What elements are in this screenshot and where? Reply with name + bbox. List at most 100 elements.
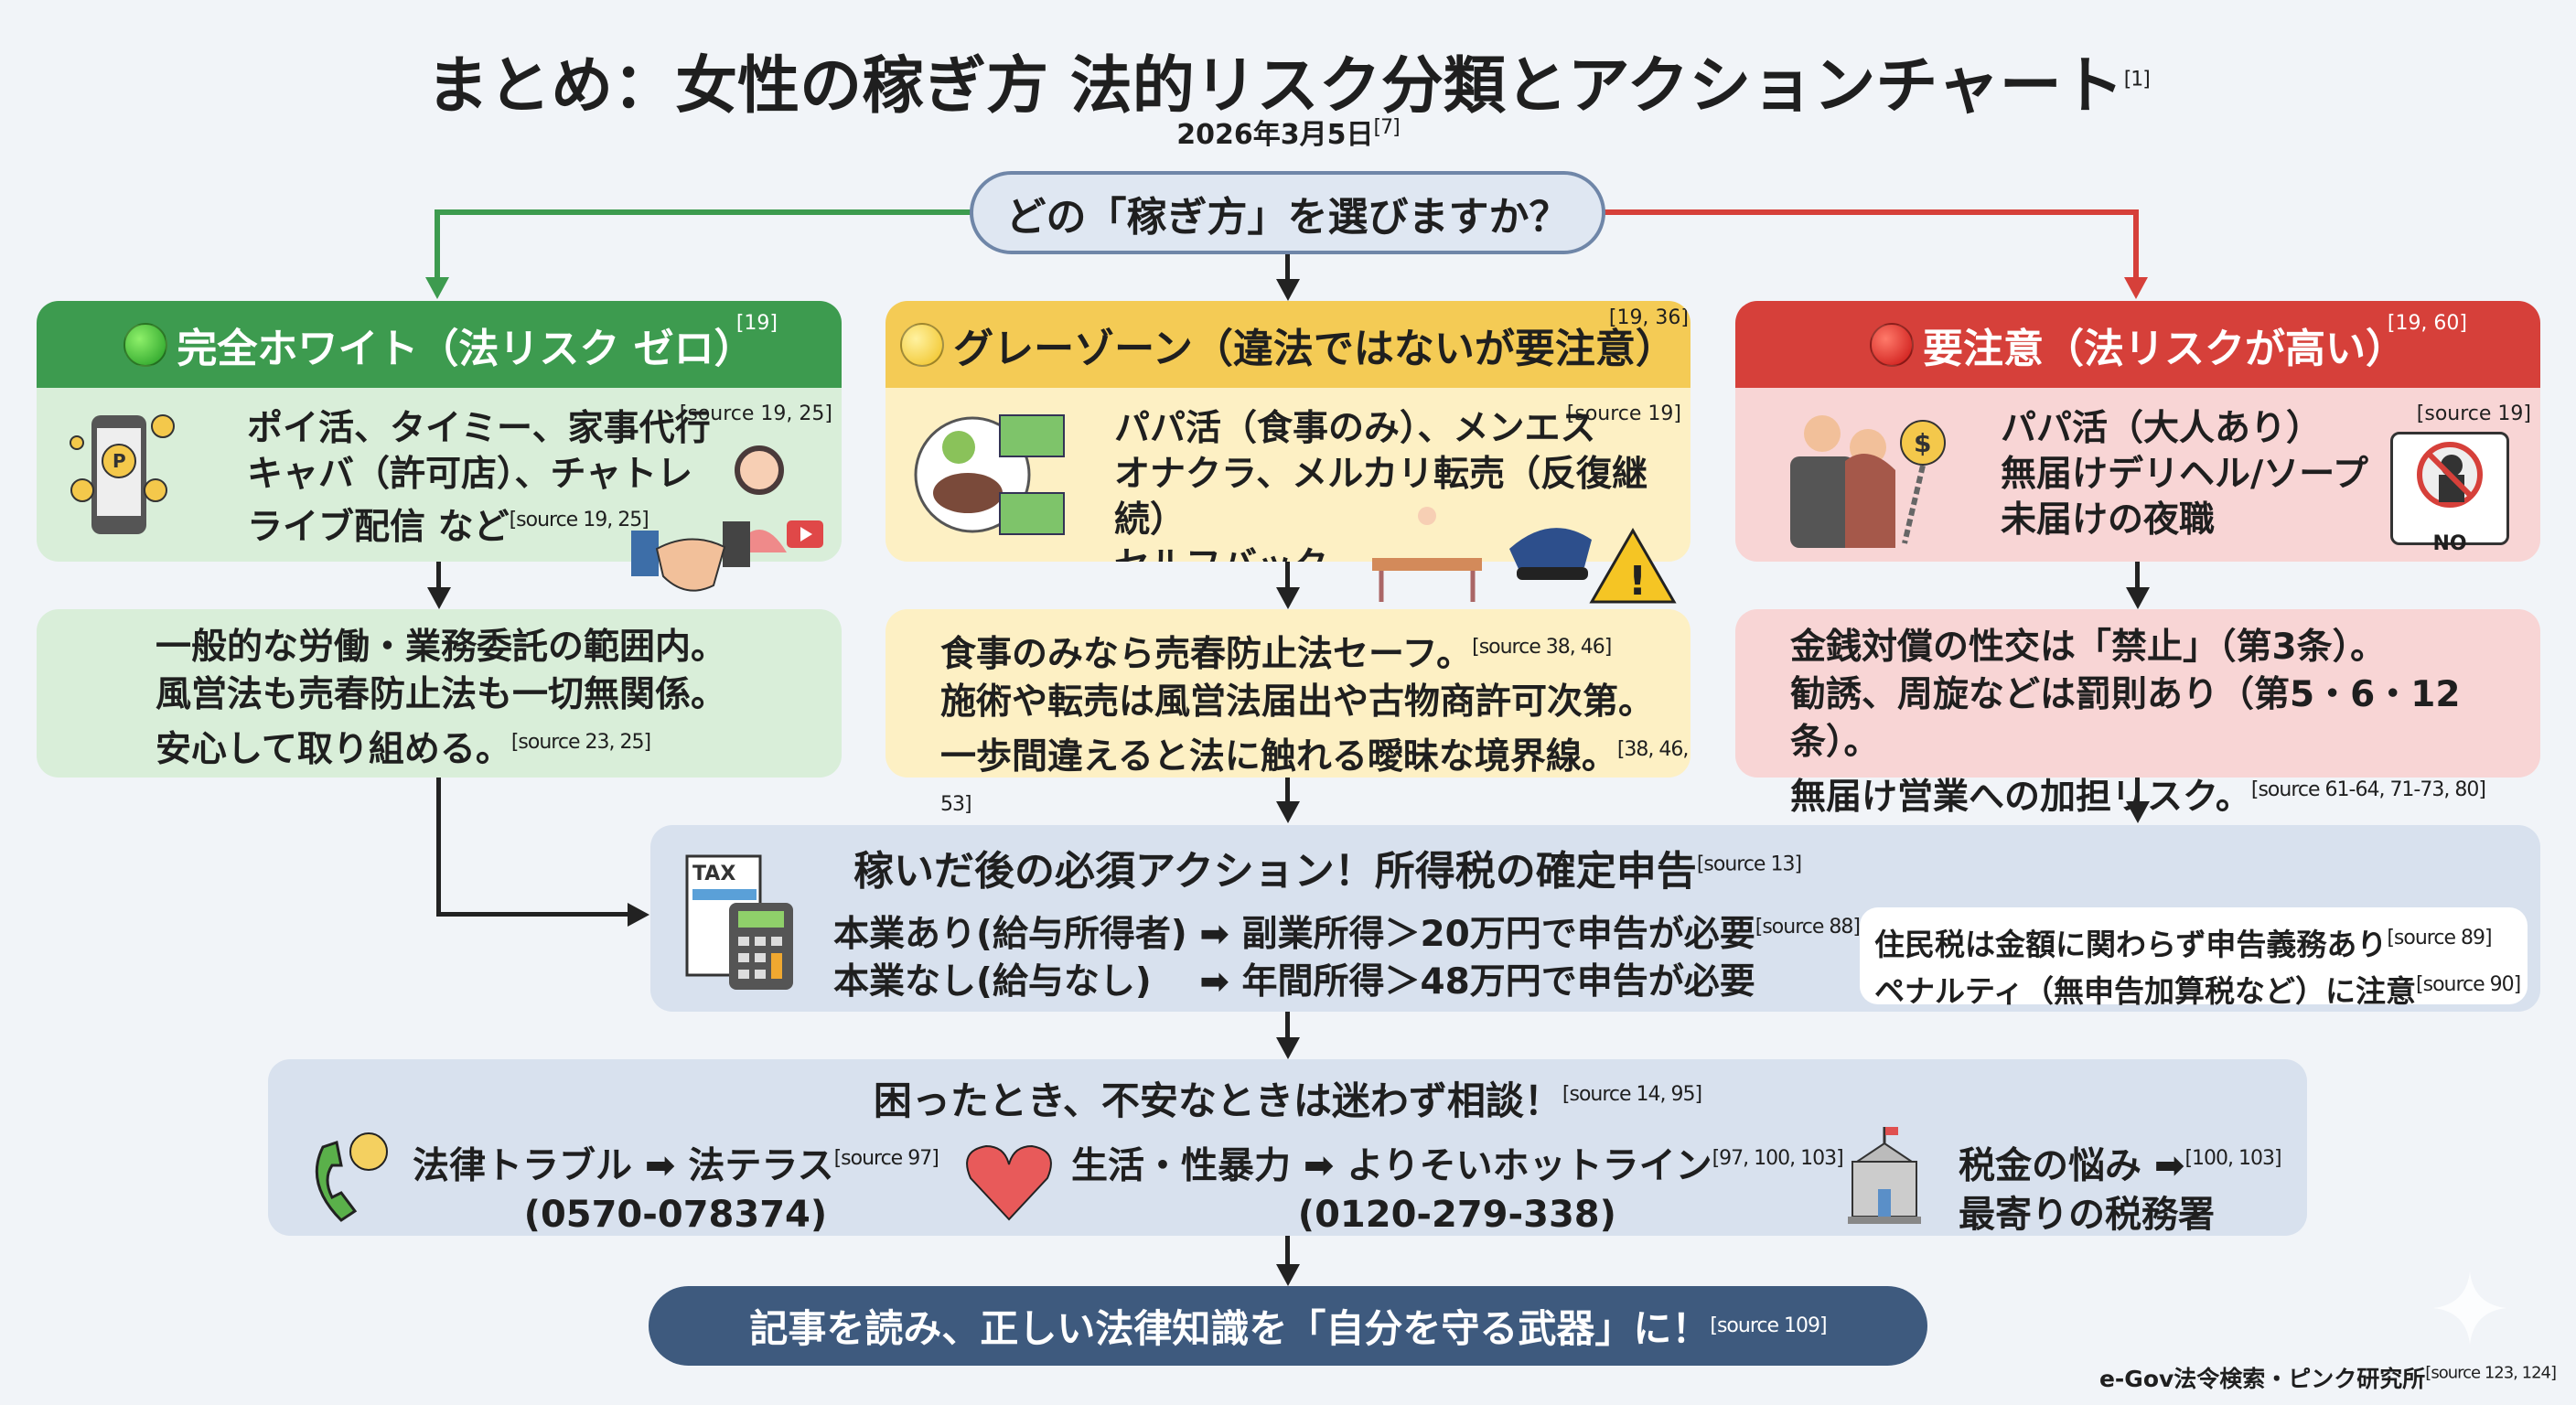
detail-line: 勧誘、周旋などは罰則あり（第5・6・12条）。 xyxy=(1790,674,2461,763)
streamer-icon xyxy=(732,445,823,552)
tax-note: 住民税は金額に関わらず申告義務あり[source 89] ペナルティ（無申告加算… xyxy=(1860,907,2528,1009)
note-line: ペナルティ（無申告加算税など）に注意 xyxy=(1874,973,2417,1009)
tax-rule: 本業あり(給与所得者) ➡ 副業所得＞20万円で申告が必要 xyxy=(833,914,1755,955)
final-message-pill: 記事を読み、正しい法律知識を「自分を守る武器」に！[source 109] xyxy=(649,1286,1927,1366)
ref: [source 90] xyxy=(2416,973,2521,996)
tax-rule: 本業なし(給与なし) ➡ 年間所得＞48万円で申告が必要 xyxy=(833,961,1755,1003)
detail-gray: 食事のみなら売春防止法セーフ。[source 38, 46] 施術や転売は風営法… xyxy=(886,609,1690,816)
red-circle-icon xyxy=(1870,322,1914,367)
connector xyxy=(1285,1012,1290,1039)
note-line: 住民税は金額に関わらず申告義務あり xyxy=(1874,927,2388,962)
svg-text:!: ! xyxy=(1628,558,1647,604)
handshake-icon xyxy=(631,521,750,592)
svg-text:P: P xyxy=(113,450,126,472)
arrow xyxy=(1276,587,1300,609)
connector xyxy=(2135,778,2140,803)
connector-red xyxy=(1604,209,2139,215)
heart-icon xyxy=(966,1144,1052,1221)
connector xyxy=(436,778,441,915)
item-line: 未届けの夜職 xyxy=(2001,499,2216,541)
consult-item-yorisoi: 生活・性暴力 ➡ よりそいホットライン[97, 100, 103] (0120-… xyxy=(1071,1134,1844,1239)
arrow xyxy=(2126,801,2150,823)
tax-rules: 本業あり(給与所得者) ➡ 副業所得＞20万円で申告が必要[source 88]… xyxy=(833,904,1861,1006)
yellow-circle-icon xyxy=(900,322,945,367)
connector xyxy=(436,912,628,917)
svg-text:$: $ xyxy=(1914,428,1931,458)
consult-item-tax-office: 税金の悩み ➡[100, 103] 最寄りの税務署 xyxy=(1959,1134,2282,1239)
ref: [source 38, 46] xyxy=(1472,636,1612,659)
ref: [19, 60] xyxy=(2387,312,2467,335)
ref: [source 61-64, 71-73, 80] xyxy=(2250,778,2486,801)
ref: [source 23, 25] xyxy=(510,731,651,754)
connector xyxy=(436,562,441,589)
connector xyxy=(1285,562,1290,589)
detail-line: 一般的な労働・業務委託の範囲内。 xyxy=(156,627,727,668)
arrow xyxy=(628,903,649,927)
phone-number[interactable]: (0120-279-338) xyxy=(1297,1194,1616,1237)
connector xyxy=(1285,778,1290,803)
ref: [source 19, 25] xyxy=(509,509,649,531)
phone-number[interactable]: (0570-078374) xyxy=(523,1194,828,1237)
item-line: ライブ配信 など xyxy=(247,507,510,548)
ref: [source 88] xyxy=(1755,916,1861,938)
item-line: セルフバック xyxy=(1114,543,1690,562)
page-title: まとめ：女性の稼ぎ方 法的リスク分類とアクションチャート[1] xyxy=(426,50,2151,123)
date: 2026年3月5日[7] xyxy=(1176,116,1400,151)
item-line: キャバ（許可店）、チャトレ xyxy=(247,454,693,495)
column-title: 要注意（法リスクが高い） xyxy=(1923,325,2406,372)
connector xyxy=(1285,1236,1290,1266)
arrow xyxy=(427,587,451,609)
detail-line: 食事のみなら売春防止法セーフ。 xyxy=(940,634,1473,675)
arrow-red xyxy=(2124,277,2148,299)
consult-title: 困ったとき、不安なときは迷わず相談！[source 14, 95] xyxy=(873,1078,1702,1123)
detail-line: 金銭対償の性交は「禁止」（第3条）。 xyxy=(1790,627,2387,668)
consult-panel: 困ったとき、不安なときは迷わず相談！[source 14, 95] 法律トラブル… xyxy=(268,1059,2307,1236)
green-circle-icon xyxy=(123,322,168,367)
connector-green xyxy=(437,209,971,215)
item-line: ポイ活、タイミー、家事代行 xyxy=(247,408,711,449)
detail-white: 一般的な労働・業務委託の範囲内。 風営法も売春防止法も一切無関係。 安心して取り… xyxy=(37,609,842,778)
column-danger: 要注意（法リスクが高い）[19, 60] [source 19] $ パパ活（大… xyxy=(1735,301,2540,562)
connector-red xyxy=(2133,209,2139,279)
no-entry-icon xyxy=(2417,442,2483,508)
ref: [source 19, 25] xyxy=(679,402,832,425)
detail-line: 無届け営業への加担リスク。 xyxy=(1790,777,2251,818)
detail-line: 施術や転売は風営法届出や古物商許可次第。 xyxy=(940,681,1655,723)
connector xyxy=(1285,254,1290,282)
detail-line: 安心して取り組める。 xyxy=(156,729,511,770)
ref: [source 19] xyxy=(1566,402,1681,425)
consult-item-houterasu: 法律トラブル ➡ 法テラス[source 97] (0570-078374) xyxy=(413,1134,939,1239)
tax-office-building-icon xyxy=(1848,1127,1921,1224)
phone-points-icon: P xyxy=(70,414,175,534)
sparkle-icon xyxy=(2433,1271,2506,1345)
detail-line: 風営法も売春防止法も一切無関係。 xyxy=(156,674,727,715)
connector-green xyxy=(435,209,440,279)
sign-label: NO ENTRY xyxy=(2432,532,2467,555)
ref: [source 19] xyxy=(2416,402,2531,425)
no-entry-sign: NO ENTRY xyxy=(2390,432,2509,555)
ref: [19, 36] xyxy=(1608,306,1689,329)
svg-text:TAX: TAX xyxy=(692,863,735,885)
detail-danger: 金銭対償の性交は「禁止」（第3条）。 勧誘、周旋などは罰則あり（第5・6・12条… xyxy=(1735,609,2540,818)
arrow-green xyxy=(425,277,449,299)
couple-chain-icon: $ xyxy=(1790,415,1946,548)
item-line: パパ活（大人あり） xyxy=(2001,408,2323,449)
meal-money-icon xyxy=(914,414,1065,535)
arrow xyxy=(2126,587,2150,609)
arrow xyxy=(1276,801,1300,823)
massage-police-warning-icon: ! xyxy=(1372,507,1677,604)
phone-chat-icon xyxy=(315,1132,388,1222)
tax-title: 稼いだ後の必須アクション！所得税の確定申告[source 13] xyxy=(853,848,1802,895)
ref: [source 89] xyxy=(2387,927,2492,949)
tax-office-label: 最寄りの税務署 xyxy=(1959,1194,2215,1237)
column-title: 完全ホワイト（法リスク ゼロ） xyxy=(177,325,755,372)
item-line: 無届けデリヘル/ソープ xyxy=(2001,454,2368,495)
item-line: オナクラ、メルカリ転売（反復継続） xyxy=(1114,454,1648,541)
footer-source: e-Gov法令検索・ピンク研究所[source 123, 124] xyxy=(2098,1363,2557,1392)
arrow xyxy=(1276,1037,1300,1059)
item-line: パパ活（食事のみ）、メンエス xyxy=(1114,408,1596,449)
tax-panel: TAX 稼いだ後の必須アクション！所得税の確定申告[source 13] 本業あ… xyxy=(650,825,2540,1012)
arrow xyxy=(1276,1264,1300,1286)
ref: [19] xyxy=(735,312,778,335)
question-pill: どの「稼ぎ方」を選びますか？ xyxy=(970,171,1605,254)
